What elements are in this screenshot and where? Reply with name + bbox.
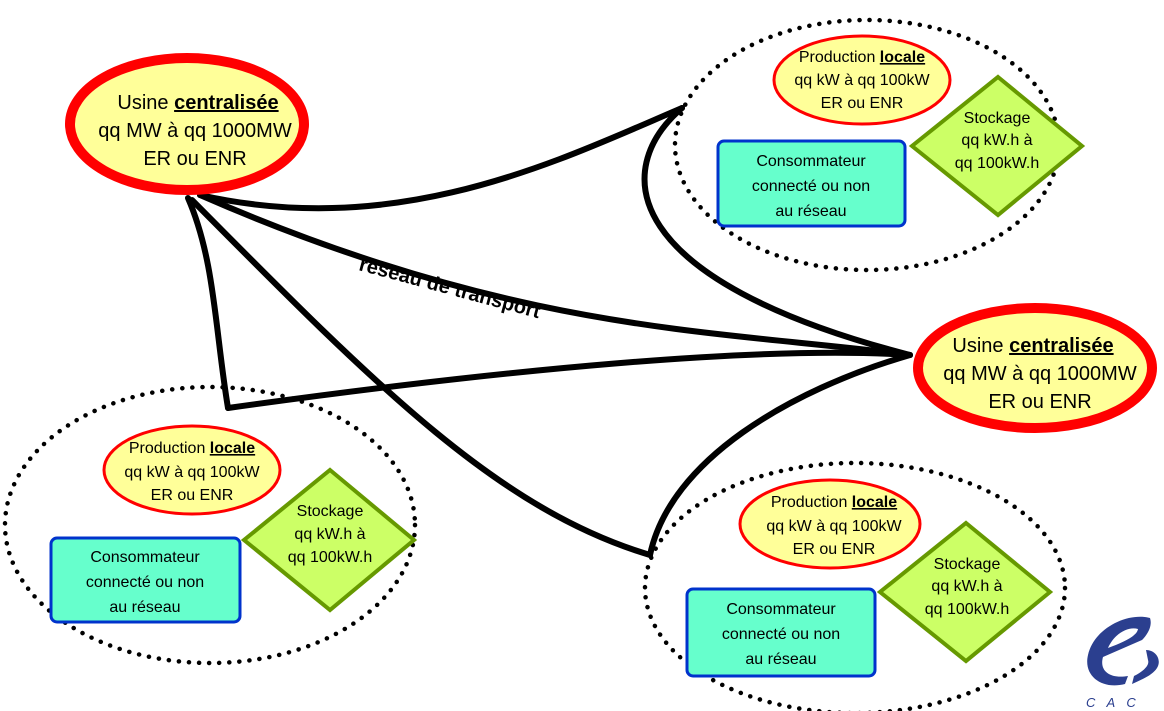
link-plant1-cluster-top-right xyxy=(197,105,685,212)
local-production-energy-type: ER ou ENR xyxy=(793,541,876,558)
storage-capacity-to: qq 100kW.h xyxy=(955,155,1040,172)
consumer-shape xyxy=(685,587,877,678)
cac-logo: C A C xyxy=(1078,608,1164,711)
consumer-shape xyxy=(716,139,907,228)
plant-capacity: qq MW à qq 1000MW xyxy=(943,363,1137,385)
consumer-title: Consommateur xyxy=(90,549,200,566)
storage-title: Stockage xyxy=(934,556,1001,573)
network-label: réseau de transport xyxy=(357,254,543,324)
local-production-shape xyxy=(102,424,282,516)
centralized-plant-2: Usine centralisée qq MW à qq 1000MW ER o… xyxy=(913,303,1157,433)
storage-capacity-from: qq kW.h à xyxy=(294,526,365,543)
storage-capacity-from: qq kW.h à xyxy=(931,578,1002,595)
consumer-title: Consommateur xyxy=(726,601,836,618)
storage-shape xyxy=(240,467,418,613)
centralized-plant-1: Usine centralisée qq MW à qq 1000MW ER o… xyxy=(65,53,309,195)
link-cluster-bottom-right-plant2 xyxy=(647,352,913,558)
plant-title: Usine centralisée xyxy=(952,335,1113,357)
storage-shape xyxy=(908,74,1086,218)
consumer-connection: connecté ou non xyxy=(722,626,840,643)
local-cluster-top-right: Production locale qq kW à qq 100kW ER ou… xyxy=(716,34,1086,228)
local-production-title: Production locale xyxy=(129,440,255,457)
link-cluster-top-right-plant2 xyxy=(641,105,913,358)
local-production-shape xyxy=(772,34,952,126)
local-production-energy-type: ER ou ENR xyxy=(821,95,904,112)
local-production-capacity: qq kW à qq 100kW xyxy=(124,464,260,481)
link-cluster-bottom-left-plant2 xyxy=(225,349,913,411)
storage-title: Stockage xyxy=(964,110,1031,127)
local-cluster-bottom-left: Production locale qq kW à qq 100kW ER ou… xyxy=(49,424,418,624)
storage-shape xyxy=(876,520,1054,664)
local-cluster-bottom-right: Production locale qq kW à qq 100kW ER ou… xyxy=(685,478,1054,678)
cluster-boundary-bottom-left xyxy=(2,384,418,666)
local-production-capacity: qq kW à qq 100kW xyxy=(766,518,902,535)
logo-text: C A C xyxy=(1086,695,1140,710)
consumer-shape xyxy=(49,536,242,624)
consumer-network: au réseau xyxy=(109,599,180,616)
logo-band xyxy=(1080,691,1164,711)
link-plant1-plant2 xyxy=(197,192,913,358)
storage-capacity-to: qq 100kW.h xyxy=(288,549,373,566)
consumer-network: au réseau xyxy=(775,203,846,220)
consumer-connection: connecté ou non xyxy=(752,178,870,195)
local-production-title: Production locale xyxy=(771,494,897,511)
plant-energy-type: ER ou ENR xyxy=(143,148,246,170)
local-production-title: Production locale xyxy=(799,49,925,66)
cluster-boundary-bottom-right xyxy=(642,460,1068,711)
local-production-energy-type: ER ou ENR xyxy=(151,487,234,504)
consumer-network: au réseau xyxy=(745,651,816,668)
local-production-capacity: qq kW à qq 100kW xyxy=(794,72,930,89)
plant-shape xyxy=(65,53,309,195)
logo-e-icon xyxy=(1087,616,1159,686)
plant-title: Usine centralisée xyxy=(117,92,278,114)
link-plant1-cluster-bottom-right xyxy=(189,197,653,558)
storage-capacity-to: qq 100kW.h xyxy=(925,601,1010,618)
plant-energy-type: ER ou ENR xyxy=(988,391,1091,413)
consumer-connection: connecté ou non xyxy=(86,574,204,591)
local-production-shape xyxy=(738,478,922,570)
consumer-title: Consommateur xyxy=(756,153,866,170)
storage-title: Stockage xyxy=(297,503,364,520)
plant-capacity: qq MW à qq 1000MW xyxy=(98,120,292,142)
plant-shape xyxy=(913,303,1157,433)
transport-network xyxy=(185,105,913,558)
link-plant1-cluster-bottom-left xyxy=(185,195,231,411)
storage-capacity-from: qq kW.h à xyxy=(961,132,1032,149)
